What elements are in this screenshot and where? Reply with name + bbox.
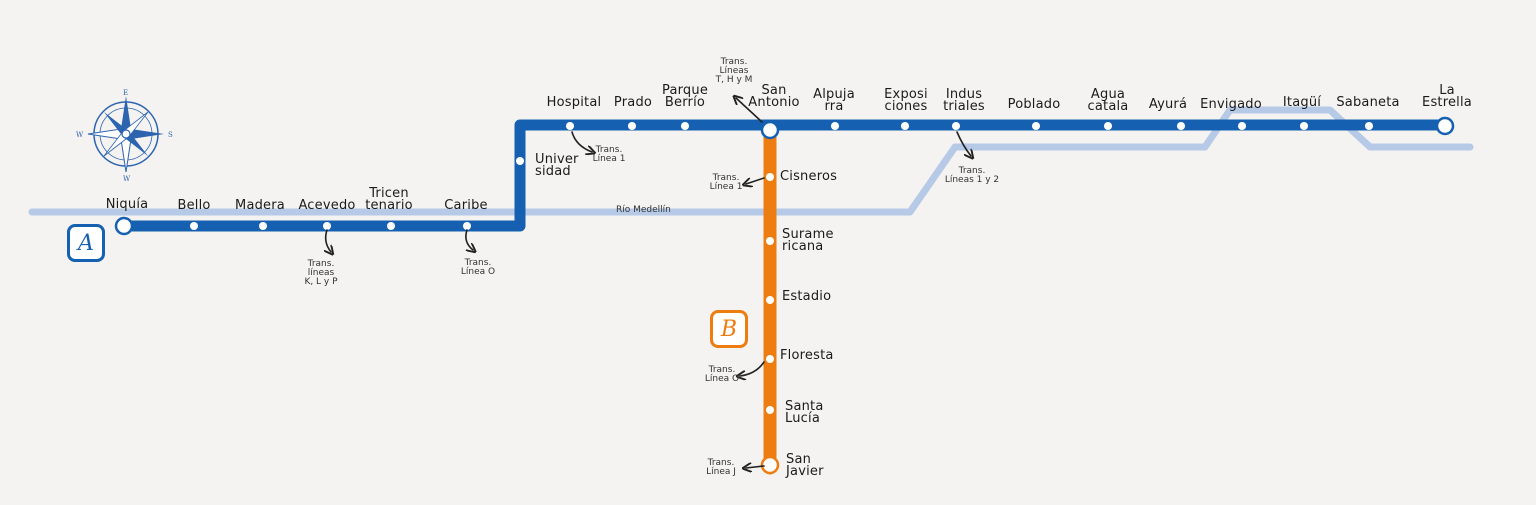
transfer-note-cisneros: Trans.Línea 1 [709,173,743,192]
station-label-acevedo: Acevedo [298,198,356,213]
transfer-arrow-san-antonio [736,98,763,123]
line-a-path [118,119,1452,232]
station-dot-aguacatala [1104,122,1112,130]
transfer-arrow-cisneros [746,177,765,184]
station-dot-hospital [566,122,574,130]
station-dot-ayura [1177,122,1185,130]
transfer-arrow-san-javier [746,466,765,468]
station-dot-acevedo [323,222,331,230]
station-label-niquia: Niquía [105,197,149,212]
station-dot-caribe [463,222,471,230]
station-dot-san-antonio [760,120,780,140]
compass-n: E [123,89,128,97]
line-a-badge: A [67,224,105,262]
station-label-envigado: Envigado [1200,97,1262,112]
station-dot-niquia [114,216,134,236]
station-label-ayura: Ayurá [1148,97,1188,112]
station-label-prado: Prado [613,95,653,110]
station-dot-estadio [766,296,774,304]
transfer-note-caribe: Trans.Línea O [460,258,496,277]
station-dot-tricentenario [387,222,395,230]
station-label-cisneros: Cisneros [780,169,838,184]
compass-icon: E W S W [76,89,173,183]
station-dot-alpujarra [831,122,839,130]
transfer-note-san-javier: Trans.Línea J [706,458,736,477]
transfer-note-hospital: Trans.Línea 1 [592,145,626,164]
compass-e: S [168,131,173,139]
station-label-poblado: Poblado [1007,97,1061,112]
station-dot-poblado [1032,122,1040,130]
station-label-madera: Madera [235,198,285,213]
station-dot-universidad [516,157,524,165]
station-dot-envigado [1238,122,1246,130]
transfer-note-industriales: Trans.Líneas 1 y 2 [944,166,1000,185]
station-dot-sabaneta [1365,122,1373,130]
station-dot-exposiciones [901,122,909,130]
station-label-caribe: Caribe [444,198,488,213]
transfer-arrow-acevedo [326,229,331,252]
station-dot-la-estrella [1435,116,1455,136]
station-dot-madera [259,222,267,230]
station-dot-cisneros [766,173,774,181]
station-label-hospital: Hospital [546,95,602,110]
station-label-bello: Bello [177,198,211,213]
transfer-arrow-hospital [571,131,592,152]
station-dot-parque-berrio [681,122,689,130]
station-label-estadio: Estadio [782,289,832,304]
station-dot-suramericana [766,237,774,245]
compass-w: W [76,131,84,139]
transfer-arrow-floresta [740,361,765,376]
transfer-arrow-caribe [465,229,473,250]
transfer-arrow-industriales [956,131,971,156]
river-label: Río Medellín [616,205,671,215]
line-b-badge: B [710,310,748,348]
station-dot-prado [628,122,636,130]
station-label-sabaneta: Sabaneta [1336,95,1400,110]
station-dot-bello [190,222,198,230]
station-dot-floresta [766,355,774,363]
station-label-floresta: Floresta [780,348,834,363]
station-dot-itagui [1300,122,1308,130]
transfer-note-floresta: Trans.Línea O [704,365,740,384]
station-label-itagui: Itagüí [1282,95,1322,110]
station-dot-santa-lucia [766,406,774,414]
station-dot-san-javier [760,455,780,475]
compass-s: W [123,175,131,183]
station-dot-industriales [952,122,960,130]
